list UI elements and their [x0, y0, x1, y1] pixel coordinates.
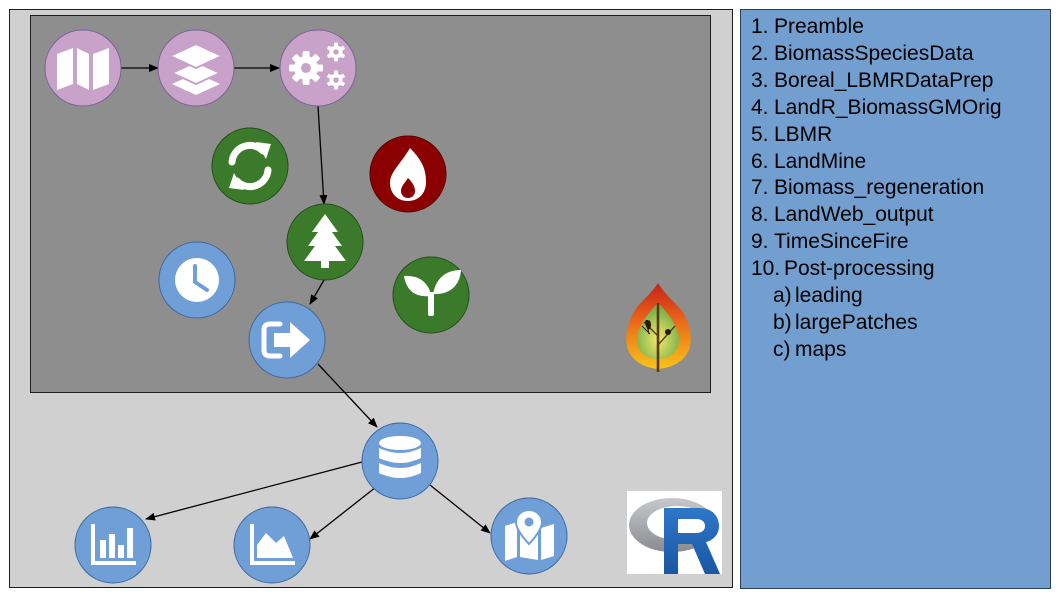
node-regeneration[interactable] — [211, 127, 289, 205]
node-output[interactable] — [248, 301, 326, 379]
node-time-since-fire[interactable] — [158, 241, 236, 319]
postprocessing-item-large-patches: b)largePatches — [773, 310, 918, 334]
module-item-biomass-species-data: 2.BiomassSpeciesData — [751, 41, 974, 65]
module-item-landmine: 6.LandMine — [751, 149, 867, 173]
r-logo — [627, 491, 722, 574]
module-item-landr-biomass-gm-orig: 4.LandR_BiomassGMOrig — [751, 95, 1002, 119]
seedling-icon — [404, 270, 461, 316]
node-biomass-core[interactable] — [286, 203, 364, 281]
edge-database-leading — [145, 461, 363, 521]
area-chart-icon — [250, 524, 295, 565]
module-item-time-since-fire: 9.TimeSinceFire — [751, 230, 909, 254]
workflow-diagram — [44, 29, 722, 584]
module-item-preamble: 1.Preamble — [751, 15, 864, 38]
node-leading[interactable] — [74, 506, 152, 584]
node-growth[interactable] — [392, 256, 470, 334]
simulation-panel — [30, 15, 711, 393]
node-fire[interactable] — [369, 135, 447, 213]
node-species-data[interactable] — [157, 29, 235, 107]
edge-database-maps — [429, 484, 491, 534]
module-item-landweb-output: 8.LandWeb_output — [751, 203, 934, 227]
module-item-lbmr: 5.LBMR — [751, 122, 833, 146]
fire-icon — [390, 148, 426, 201]
edge-data-prep-biomass-core — [317, 105, 328, 205]
module-item-biomass-regeneration: 7.Biomass_regeneration — [751, 176, 985, 200]
bar-chart-icon — [91, 524, 136, 565]
layers-icon — [167, 42, 225, 95]
sign-out-icon — [261, 321, 310, 359]
module-list-panel: 1.Preamble 2.BiomassSpeciesData 3.Boreal… — [740, 9, 1051, 589]
gears-icon — [289, 42, 345, 90]
module-item-post-processing: 10.Post-processing — [751, 257, 935, 281]
tree-icon — [304, 214, 346, 268]
clock-icon — [175, 258, 219, 302]
node-large-patches[interactable] — [233, 506, 311, 584]
module-item-boreal-lbmr-data-prep: 3.Boreal_LBMRDataPrep — [751, 68, 994, 92]
map-marker-icon — [505, 508, 554, 561]
node-preamble[interactable] — [44, 29, 122, 107]
edge-biomass-core-output — [309, 279, 325, 305]
map-icon — [57, 48, 109, 90]
connectors — [121, 64, 491, 540]
edge-output-database — [317, 363, 378, 428]
sync-icon — [228, 141, 272, 191]
node-maps[interactable] — [490, 497, 568, 575]
node-database[interactable] — [361, 422, 439, 500]
node-data-prep[interactable] — [279, 29, 357, 107]
landweb-logo — [626, 283, 691, 372]
module-list: 1.Preamble 2.BiomassSpeciesData 3.Boreal… — [751, 14, 1002, 364]
database-icon — [379, 436, 421, 478]
edge-database-large-patches — [309, 486, 377, 540]
postprocessing-item-leading: a)leading — [773, 284, 863, 308]
postprocessing-item-maps: c)maps — [773, 337, 847, 361]
